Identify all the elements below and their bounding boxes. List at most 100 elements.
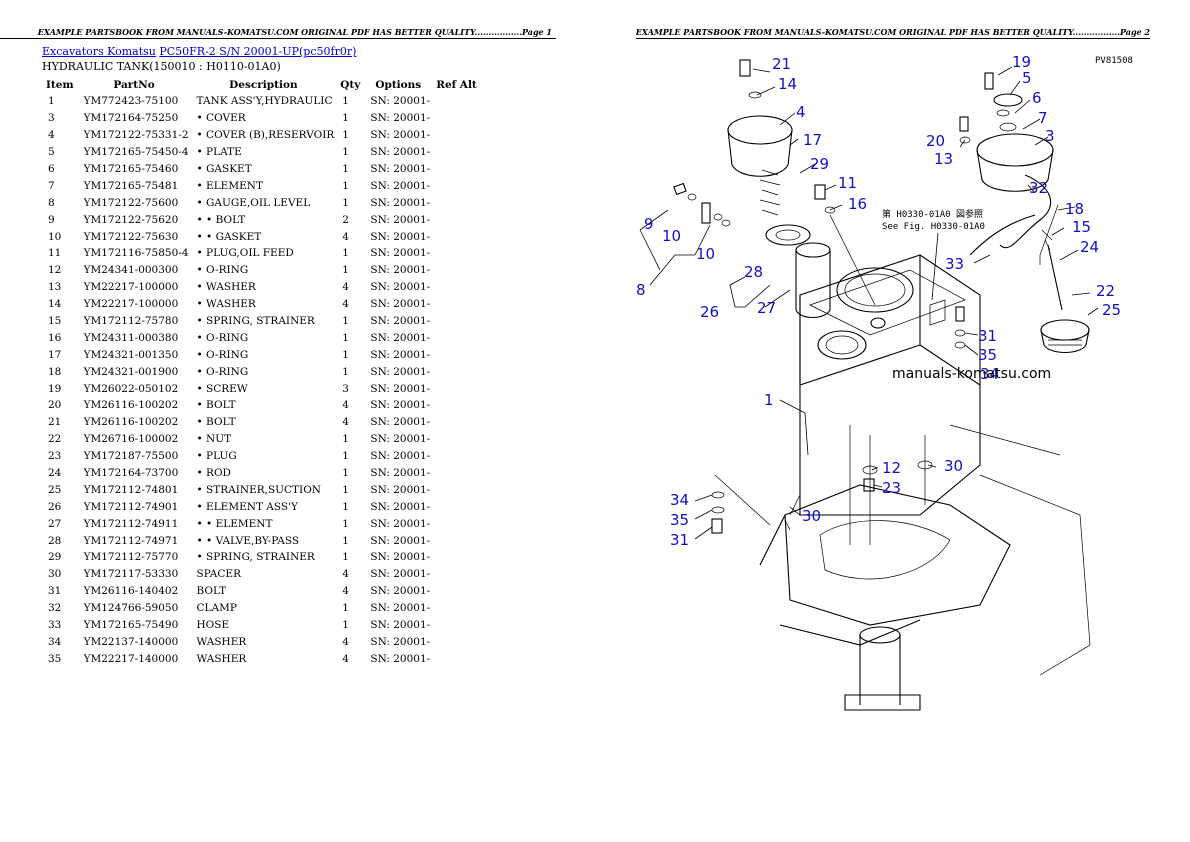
- ref-alt-cell: [432, 448, 481, 465]
- options-cell: SN: 20001-: [370, 163, 431, 175]
- quantity-cell: 1: [342, 196, 349, 209]
- callout-13: 13: [934, 150, 953, 168]
- callout-23: 23: [882, 479, 901, 497]
- quantity-cell: 1: [342, 163, 349, 175]
- callout-33: 33: [945, 255, 964, 273]
- item-number-cell: 34: [48, 635, 62, 648]
- quantity-cell: 1: [342, 500, 349, 513]
- callout-1: 1: [764, 391, 774, 409]
- part-description-cell: • GAUGE,OIL LEVEL: [196, 196, 311, 209]
- part-description-cell: TANK ASS'Y,HYDRAULIC: [196, 95, 333, 108]
- callout-22: 22: [1096, 282, 1115, 300]
- ref-alt-cell: [432, 515, 481, 532]
- callout-21: 21: [772, 55, 791, 73]
- item-number-cell: 21: [48, 416, 62, 429]
- ref-alt-cell: [432, 414, 481, 431]
- part-number-cell: YM124766-59050: [83, 602, 179, 615]
- callout-25: 25: [1102, 301, 1121, 319]
- quantity-cell: 1: [342, 112, 349, 125]
- part-number-cell: YM24321-001900: [83, 365, 179, 378]
- part-number-cell: YM24311-000380: [83, 331, 179, 344]
- item-number-cell: 22: [48, 433, 62, 446]
- breadcrumb-model-link[interactable]: PC50FR-2 S/N 20001-UP(pc50fr0r): [159, 45, 357, 58]
- callout-20: 20: [926, 132, 945, 150]
- item-number-cell: 13: [48, 281, 62, 294]
- options-cell: SN: 20001-: [370, 517, 431, 530]
- part-description-cell: • ELEMENT: [196, 179, 263, 192]
- part-number-cell: YM172112-74901: [83, 500, 179, 513]
- options-cell: SN: 20001-: [370, 467, 431, 480]
- part-number-cell: YM26022-050102: [83, 382, 179, 395]
- part-description-cell: • SPRING, STRAINER: [196, 315, 315, 328]
- options-cell: SN: 20001-: [370, 602, 431, 615]
- parts-table-header: Item PartNo Description Qty Options Ref …: [42, 76, 481, 93]
- part-number-cell: YM172165-75481: [83, 179, 179, 192]
- part-description-cell: • • BOLT: [196, 213, 246, 226]
- item-number-cell: 32: [48, 602, 62, 615]
- part-number-cell: YM172116-75850-4: [83, 247, 189, 260]
- ref-alt-cell: [432, 465, 481, 482]
- ref-alt-cell: [432, 93, 481, 110]
- callout-30b: 30: [802, 507, 821, 525]
- item-number-cell: 7: [48, 179, 55, 192]
- breadcrumb-category-link[interactable]: Excavators Komatsu: [42, 45, 156, 58]
- options-cell: SN: 20001-: [370, 500, 431, 513]
- ref-alt-cell: [432, 228, 481, 245]
- options-cell: SN: 20001-: [370, 382, 431, 395]
- callout-31a: 31: [978, 327, 997, 345]
- callout-26: 26: [700, 303, 719, 321]
- ref-alt-cell: [432, 566, 481, 583]
- item-number-cell: 33: [48, 619, 62, 632]
- callout-27: 27: [757, 299, 776, 317]
- callout-8: 8: [636, 281, 646, 299]
- options-cell: SN: 20001-: [370, 146, 431, 159]
- ref-alt-cell: [432, 363, 481, 380]
- ref-alt-cell: [432, 127, 481, 144]
- quantity-cell: 4: [342, 568, 349, 581]
- part-description-cell: • STRAINER,SUCTION: [196, 483, 321, 496]
- callout-4: 4: [796, 103, 806, 121]
- callout-17: 17: [803, 131, 822, 149]
- options-cell: SN: 20001-: [370, 230, 431, 243]
- callout-numbers: 21 14 4 17 29 11 16 9 10 10 8 28 26 27 1…: [636, 53, 1121, 549]
- callout-16: 16: [848, 195, 867, 213]
- callout-9: 9: [644, 215, 654, 233]
- part-description-cell: • WASHER: [196, 281, 256, 294]
- options-cell: SN: 20001-: [370, 365, 431, 378]
- callout-35a: 35: [978, 346, 997, 364]
- quantity-cell: 1: [342, 179, 349, 192]
- ref-alt-cell: [432, 600, 481, 617]
- item-number-cell: 6: [48, 163, 55, 175]
- callout-24: 24: [1080, 238, 1099, 256]
- item-number-cell: 1: [48, 95, 55, 108]
- callout-12: 12: [882, 459, 901, 477]
- ref-alt-cell: [432, 650, 481, 667]
- options-cell: SN: 20001-: [370, 315, 431, 328]
- part-number-cell: YM24341-000300: [83, 264, 179, 277]
- options-cell: SN: 20001-: [370, 348, 431, 361]
- section-title: HYDRAULIC TANK(150010 : H0110-01A0): [42, 60, 281, 73]
- diagram-code: PV81508: [1095, 56, 1133, 66]
- part-number-cell: YM172112-74971: [83, 534, 179, 547]
- part-description-cell: CLAMP: [196, 602, 237, 615]
- options-cell: SN: 20001-: [370, 568, 431, 581]
- quantity-cell: 1: [342, 247, 349, 260]
- ref-alt-cell: [432, 549, 481, 566]
- quantity-cell: 4: [342, 416, 349, 429]
- parts-table: Item PartNo Description Qty Options Ref …: [42, 76, 481, 667]
- item-number-cell: 23: [48, 450, 62, 463]
- part-description-cell: • COVER (B),RESERVOIR: [196, 129, 335, 142]
- options-cell: SN: 20001-: [370, 551, 431, 564]
- item-number-cell: 35: [48, 652, 62, 665]
